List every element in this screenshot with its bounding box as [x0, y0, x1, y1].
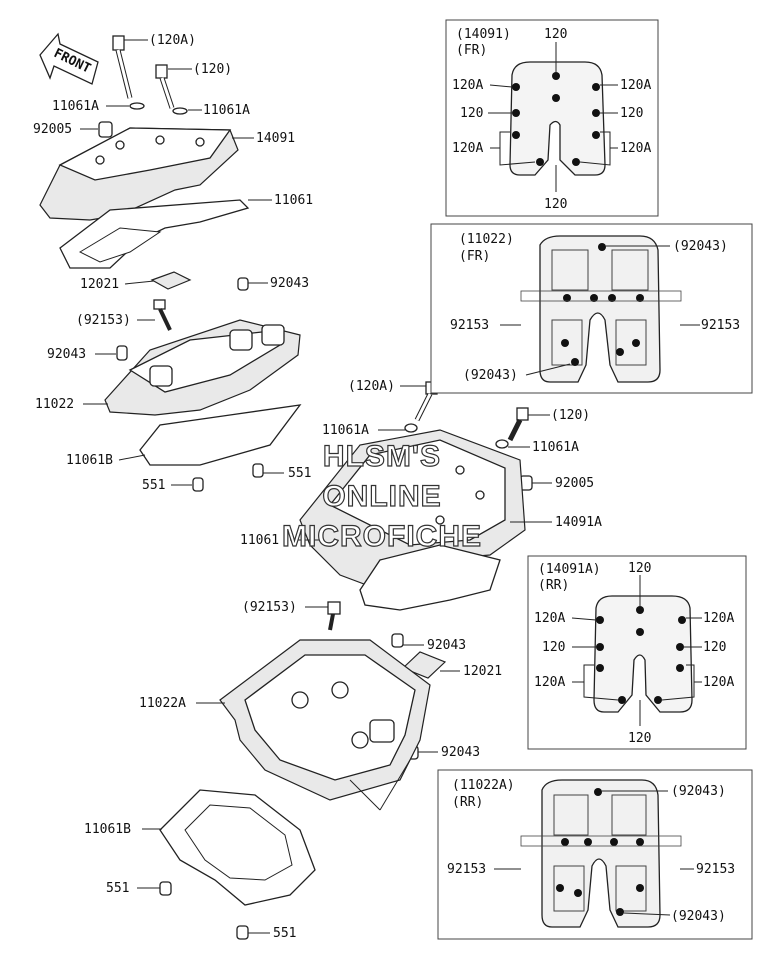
inset-14091A-subtitle: (RR) [538, 578, 569, 593]
dowel-92043-b [116, 345, 128, 361]
inset-11022-right: 92153 [701, 318, 740, 333]
inset-11022-title: (11022) [459, 232, 514, 247]
label-551-c: 551 [106, 881, 129, 896]
bolt-120-mid [507, 407, 529, 442]
bolt-92153-low [327, 601, 341, 631]
bolt-120A-top [112, 35, 133, 99]
inset-11022A-right: 92153 [696, 862, 735, 877]
watermark-line2: ONLINE [322, 480, 441, 513]
washer-11061A-mid-left [404, 423, 418, 433]
label-12021-left: 12021 [80, 277, 119, 292]
plug-551-a [252, 463, 264, 478]
inset-14091A-left2: 120 [542, 640, 565, 655]
label-11061-mid: 11061 [240, 533, 279, 548]
inset-14091-left3: 120A [452, 141, 483, 156]
label-120A-mid: (120A) [348, 379, 395, 394]
label-551-b: 551 [142, 478, 165, 493]
label-92153-low: (92153) [242, 600, 297, 615]
inset-14091A-bottom: 120 [628, 731, 651, 746]
inset-11022A-top-right: (92043) [671, 784, 726, 799]
inset-14091A-left3: 120A [534, 675, 565, 690]
label-120-mid: (120) [551, 408, 590, 423]
cylinder-head-11022A [219, 639, 431, 801]
gasket-11061-mid [359, 544, 501, 611]
inset-11022-fr: (11022) (FR) (92043) 92153 92153 (92043) [430, 223, 753, 394]
watermark: HLSM'S ONLINE MICROFICHE [281, 439, 482, 553]
plate-12021-low [401, 651, 447, 679]
label-120-top: (120) [193, 62, 232, 77]
washer-11061A-right [172, 107, 188, 115]
label-11061-left: 11061 [274, 193, 313, 208]
label-11061B-low: 11061B [84, 822, 131, 837]
label-11061A-mid-right: 11061A [532, 440, 579, 455]
watermark-line3: MICROFICHE [282, 520, 482, 553]
label-92043-low2: 92043 [441, 745, 480, 760]
inset-11022-subtitle: (FR) [459, 249, 490, 264]
label-12021-low: 12021 [463, 664, 502, 679]
inset-11022-top-right: (92043) [673, 239, 728, 254]
inset-14091-title: (14091) [456, 27, 511, 42]
label-92005-mid: 92005 [555, 476, 594, 491]
plug-551-d [236, 925, 249, 940]
label-92043-left: 92043 [47, 347, 86, 362]
inset-14091-left1: 120A [452, 78, 483, 93]
label-11022A: 11022A [139, 696, 186, 711]
label-551-d: 551 [273, 926, 296, 941]
inset-14091A-right1: 120A [703, 611, 734, 626]
plate-12021-left [150, 271, 192, 290]
bolt-92153-left [153, 299, 172, 331]
inset-11022-bottom: (92043) [463, 368, 518, 383]
label-14091: 14091 [256, 131, 295, 146]
rocker-cover-14091 [39, 127, 239, 221]
inset-11022A-left: 92153 [447, 862, 486, 877]
inset-14091A-left1: 120A [534, 611, 565, 626]
leader-lines [80, 39, 552, 934]
washer-11061A-left [129, 102, 145, 110]
watermark-line1: HLSM'S [323, 440, 441, 473]
label-92005-left: 92005 [33, 122, 72, 137]
rocker-cover-14091A [299, 429, 526, 591]
inset-11022A-subtitle: (RR) [452, 795, 483, 810]
plug-551-c [159, 881, 172, 896]
inset-11022A-bottom: (92043) [671, 909, 726, 924]
plug-551-b [192, 477, 204, 492]
inset-14091-bottom: 120 [544, 197, 567, 212]
washer-11061A-mid-right [495, 439, 509, 449]
inset-14091A-top: 120 [628, 561, 651, 576]
inset-14091A-title: (14091A) [538, 562, 601, 577]
inset-14091A-rr: (14091A) (RR) 120 120 120A 120 120A 120A… [527, 555, 747, 750]
label-11061A-left: 11061A [52, 99, 99, 114]
inset-14091-right3: 120A [620, 141, 651, 156]
dowel-92043-low-a [391, 633, 404, 648]
inset-14091-left2: 120 [460, 106, 483, 121]
dowel-92005-left [98, 121, 113, 138]
inset-11022A-title: (11022A) [452, 778, 515, 793]
part-labels: (120A) (120) 11061A 11061A 92005 14091 1… [33, 33, 602, 941]
bolt-120-top [155, 64, 175, 109]
label-92153-left: (92153) [76, 313, 131, 328]
front-arrow-icon: FRONT [39, 32, 99, 85]
dowel-92043-a [237, 277, 249, 291]
label-551-a: 551 [288, 466, 311, 481]
inset-14091-top: 120 [544, 27, 567, 42]
inset-14091-right1: 120A [620, 78, 651, 93]
inset-14091-right2: 120 [620, 106, 643, 121]
inset-14091-fr: (14091) (FR) 120 120 120A 120 120A 120A … [445, 19, 659, 217]
label-11061B-left: 11061B [66, 453, 113, 468]
label-92043-right: 92043 [270, 276, 309, 291]
label-11061A-right: 11061A [203, 103, 250, 118]
inset-14091-subtitle: (FR) [456, 43, 487, 58]
gasket-11061B-left [139, 404, 302, 466]
label-120A-top: (120A) [149, 33, 196, 48]
cylinder-head-11022 [104, 319, 301, 416]
label-11061A-mid-left: 11061A [322, 423, 369, 438]
inset-14091A-right3: 120A [703, 675, 734, 690]
label-14091A: 14091A [555, 515, 602, 530]
inset-11022A-rr: (11022A) (RR) (92043) 92153 92153 (92043… [437, 769, 753, 940]
label-92043-low: 92043 [427, 638, 466, 653]
label-11022: 11022 [35, 397, 74, 412]
inset-14091A-right2: 120 [703, 640, 726, 655]
inset-11022-left: 92153 [450, 318, 489, 333]
